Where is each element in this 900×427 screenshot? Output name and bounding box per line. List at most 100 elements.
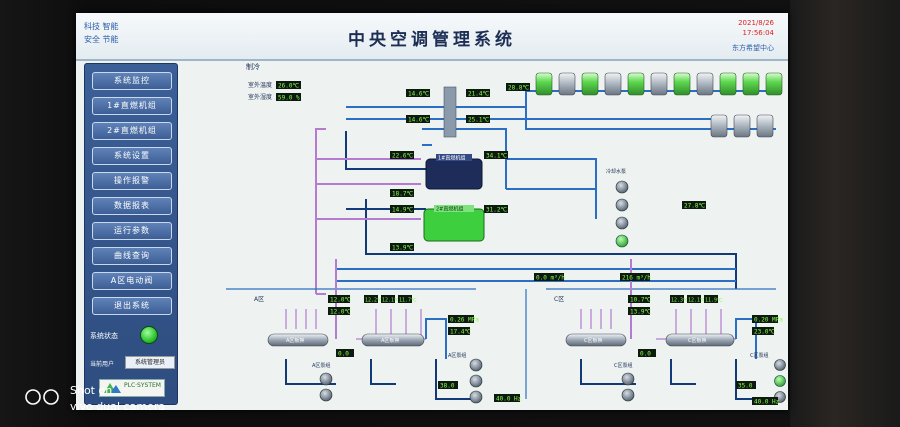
nav-exit[interactable]: 退出系统 xyxy=(92,297,172,315)
value-box xyxy=(448,315,474,323)
a-heat-exchanger-1[interactable]: A区板换 xyxy=(267,333,329,347)
flow-2: 216 m³/h xyxy=(622,275,651,282)
cooling-tower[interactable] xyxy=(710,114,728,138)
chiller-2-label: 2#直燃机组 xyxy=(436,206,463,213)
value-box xyxy=(534,273,564,281)
c-pump[interactable] xyxy=(621,372,635,386)
pipe-pump-loop xyxy=(506,158,597,219)
nav-curves[interactable]: 曲线查询 xyxy=(92,247,172,265)
c-hx-2-label: C区板换 xyxy=(688,337,707,344)
chiller-1-in: 22.6℃ xyxy=(392,153,413,160)
nav-alarms[interactable]: 操作报警 xyxy=(92,172,172,190)
value-box xyxy=(628,295,650,303)
chiller-2-in: 14.9℃ xyxy=(392,207,413,214)
c-pump-running[interactable] xyxy=(774,375,786,387)
value-box xyxy=(752,397,778,405)
outdoor-hum-box xyxy=(276,93,301,101)
value-box xyxy=(390,205,414,213)
a-pump-label-2: A区泵组 xyxy=(448,352,466,359)
a-pump[interactable] xyxy=(319,388,333,402)
nav-a-valve[interactable]: A区电动阀 xyxy=(92,272,172,290)
cooling-tower[interactable] xyxy=(742,72,760,96)
cooling-tower[interactable] xyxy=(558,72,576,96)
c-heat-exchanger-2[interactable]: C区板换 xyxy=(665,333,735,347)
nav-chiller-2[interactable]: 2#直燃机组 xyxy=(92,122,172,140)
c-pump[interactable] xyxy=(774,359,786,371)
pump-temp: 27.8℃ xyxy=(684,203,705,210)
cooling-tower[interactable] xyxy=(756,114,774,138)
cooling-tower[interactable] xyxy=(627,72,645,96)
logo-icon xyxy=(104,383,121,393)
cooling-tower[interactable] xyxy=(581,72,599,96)
slogan-1: 科技 智能 xyxy=(84,22,119,31)
location-text: 东方希望中心 xyxy=(732,44,774,52)
user-button[interactable]: 系统管理员 xyxy=(125,356,175,369)
c-hx-1-label: C区板换 xyxy=(584,337,603,344)
a-pump[interactable] xyxy=(469,374,483,388)
value-box xyxy=(390,189,414,197)
pipe-zone-branches xyxy=(285,309,612,329)
watermark-line-2: vivo dual camera xyxy=(70,400,166,413)
time-text: 17:56:04 xyxy=(742,29,774,37)
value-box xyxy=(381,295,395,303)
cooling-tower[interactable] xyxy=(719,72,737,96)
pipe-zone-bottom xyxy=(285,359,696,385)
pipe-purple-left xyxy=(315,128,326,295)
section-label: 制冷 xyxy=(246,62,260,71)
a-heat-exchanger-2[interactable]: A区板换 xyxy=(361,333,425,347)
cooling-tower[interactable] xyxy=(765,72,783,96)
a-hx-1-label: A区板换 xyxy=(286,337,304,344)
value-box xyxy=(364,295,378,303)
page-title: 中央空调管理系统 xyxy=(348,30,516,50)
datetime: 2021/8/26 17:56:04 xyxy=(738,18,774,38)
nav-chiller-1[interactable]: 1#直燃机组 xyxy=(92,97,172,115)
cooling-pump-running[interactable] xyxy=(615,234,629,248)
tower-temp-top: 14.6℃ xyxy=(408,91,429,98)
cooling-pump[interactable] xyxy=(615,198,629,212)
value-box xyxy=(638,349,656,357)
a-valve: 0.0 xyxy=(338,351,349,358)
pipe-zone-bottom2 xyxy=(435,359,776,400)
cooling-pump[interactable] xyxy=(615,216,629,230)
cooling-tower[interactable] xyxy=(535,72,553,96)
outdoor-hum-value: 59.0 % xyxy=(278,95,300,102)
cooling-tower[interactable] xyxy=(733,114,751,138)
chiller-2[interactable]: 2#直燃机组 xyxy=(423,205,485,242)
value-box xyxy=(506,83,530,91)
c-pump[interactable] xyxy=(621,388,635,402)
c-pump-label-1: C区泵组 xyxy=(614,362,633,369)
value-box xyxy=(670,295,684,303)
c-heat-exchanger-1[interactable]: C区板换 xyxy=(565,333,627,347)
pump-group-label: 冷却水泵 xyxy=(606,168,626,175)
value-box xyxy=(687,295,701,303)
nav-settings[interactable]: 系统设置 xyxy=(92,147,172,165)
cooling-tower[interactable] xyxy=(604,72,622,96)
pipe-chiller-feed xyxy=(345,131,426,210)
logo-text: PLC·SYSTEM xyxy=(124,382,161,389)
title-bar: 科技 智能 安全 节能 中央空调管理系统 2021/8/26 17:56:04 … xyxy=(76,13,788,61)
outdoor-temp-value: 26.0℃ xyxy=(278,83,299,90)
c-temp-2: 13.9℃ xyxy=(630,309,651,316)
monitor-bezel xyxy=(790,0,900,427)
cooling-tower[interactable] xyxy=(650,72,668,96)
nav-system-monitor[interactable]: 系统监控 xyxy=(92,72,172,90)
pipe-main-return xyxy=(365,199,737,289)
nav-run-params[interactable]: 运行参数 xyxy=(92,222,172,240)
c-value-1: 12.3℃ xyxy=(671,298,689,304)
outdoor-hum-label: 室外湿度 xyxy=(248,93,272,101)
value-box xyxy=(390,151,414,159)
a-pump[interactable] xyxy=(319,372,333,386)
a-pump[interactable] xyxy=(469,358,483,372)
nav-reports[interactable]: 数据报表 xyxy=(92,197,172,215)
a-temp-3: 17.4℃ xyxy=(450,329,471,336)
a-pump[interactable] xyxy=(469,390,483,404)
cooling-pump[interactable] xyxy=(615,180,629,194)
cooling-tower[interactable] xyxy=(696,72,714,96)
current-user-label: 当前用户 xyxy=(90,361,115,368)
c-value-3: 11.9℃ xyxy=(705,298,723,304)
chiller-1[interactable]: 1#直燃机组 xyxy=(425,154,483,190)
tower-temp-3: 14.6℃ xyxy=(408,117,429,124)
cooling-tower[interactable] xyxy=(673,72,691,96)
a-temp-2: 12.0℃ xyxy=(330,309,351,316)
pipe-zone-out xyxy=(425,318,757,359)
